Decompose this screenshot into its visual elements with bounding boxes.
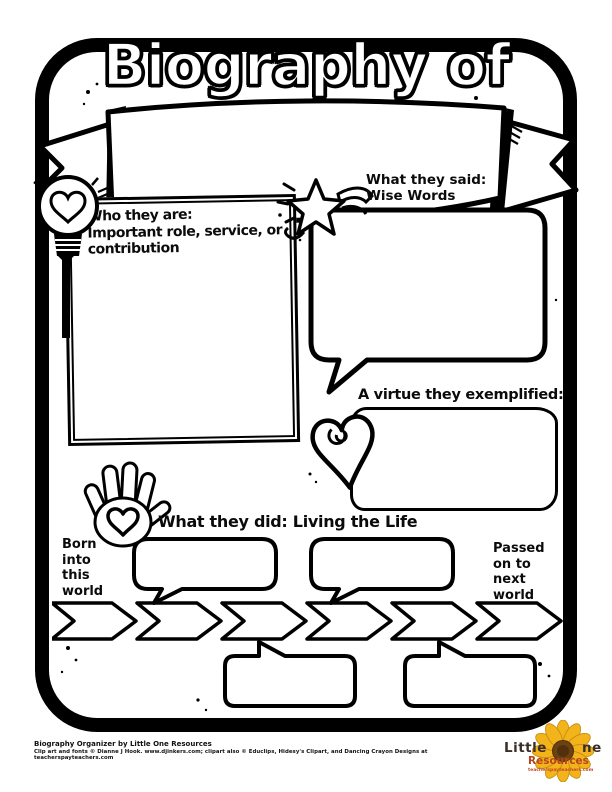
what-they-said-label: What they said: Wise Words [366, 172, 487, 204]
heart-curl-icon [308, 414, 375, 490]
logo-name-right: ne [582, 740, 602, 756]
hand-heart-icon [83, 461, 172, 548]
lightbulb-heart-icon [33, 175, 99, 338]
sunflower-icon [532, 720, 594, 782]
page-title: Biography of [101, 30, 512, 101]
publisher-logo: Little ne Resources teacherspayteachers.… [502, 714, 610, 790]
shooting-star-icon [276, 178, 374, 240]
footer-credit-line2: Clip art and fonts © Dianne J Hook. www.… [34, 749, 428, 761]
timeline-speech-bubble-top-2[interactable] [305, 533, 459, 605]
logo-name-left: Little [504, 740, 547, 756]
timeline-speech-bubble-top-1[interactable] [128, 533, 282, 605]
timeline-arrows[interactable] [52, 599, 564, 643]
timeline-speech-bubble-bottom-2[interactable] [393, 640, 543, 712]
virtue-label: A virtue they exemplified: [358, 387, 564, 403]
born-into-this-world-label: Born into this world [62, 537, 104, 599]
passed-on-to-next-world-label: Passed on to next world [493, 541, 545, 603]
logo-url: teacherspayteachers.com [528, 768, 594, 773]
logo-subtitle: Resources [528, 755, 589, 767]
footer-credit-line1: Biography Organizer by Little One Resour… [34, 740, 212, 748]
what-they-did-label: What they did: Living the Life [158, 512, 418, 531]
who-they-are-label: Who they are: Important role, service, o… [87, 206, 283, 258]
timeline-speech-bubble-bottom-1[interactable] [213, 640, 363, 712]
virtue-box[interactable] [350, 407, 558, 511]
